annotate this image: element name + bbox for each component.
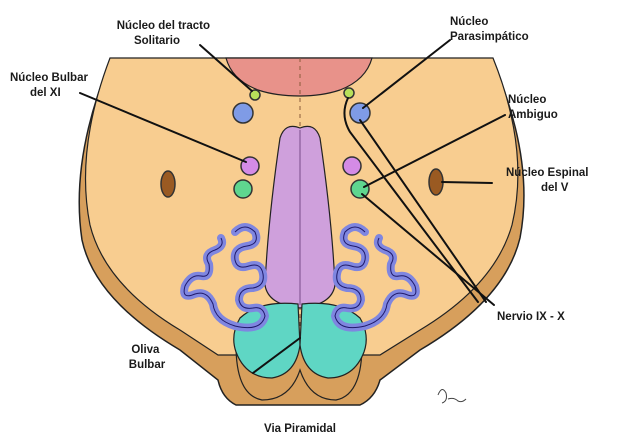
label-nervio-ix-x: Nervio IX - X: [497, 311, 565, 323]
label-oliva-bulbar: Oliva Bulbar: [129, 344, 166, 371]
label-parasimpatico: Núcleo Parasimpático: [450, 16, 529, 43]
nucleus-parasimpatico-left: [233, 103, 253, 123]
nucleus-ambiguo-left: [234, 180, 252, 198]
label-bulbar-xi: Núcleo Bulbar del XI: [10, 72, 91, 99]
nucleus-bulbar-xi-right: [343, 157, 361, 175]
nucleus-espinal-v-right: [429, 169, 443, 195]
nucleus-tracto-solitario-right: [344, 88, 354, 98]
nucleus-ambiguo-right: [351, 180, 369, 198]
nucleus-bulbar-xi-left: [241, 157, 259, 175]
label-via-piramidal: Via Piramidal: [264, 423, 336, 435]
nucleus-espinal-v-left: [161, 171, 175, 197]
artist-signature: [438, 389, 466, 403]
label-tracto-solitario: Núcleo del tracto Solitario: [117, 20, 214, 47]
label-ambiguo: Núcleo Ambiguo: [508, 94, 558, 121]
